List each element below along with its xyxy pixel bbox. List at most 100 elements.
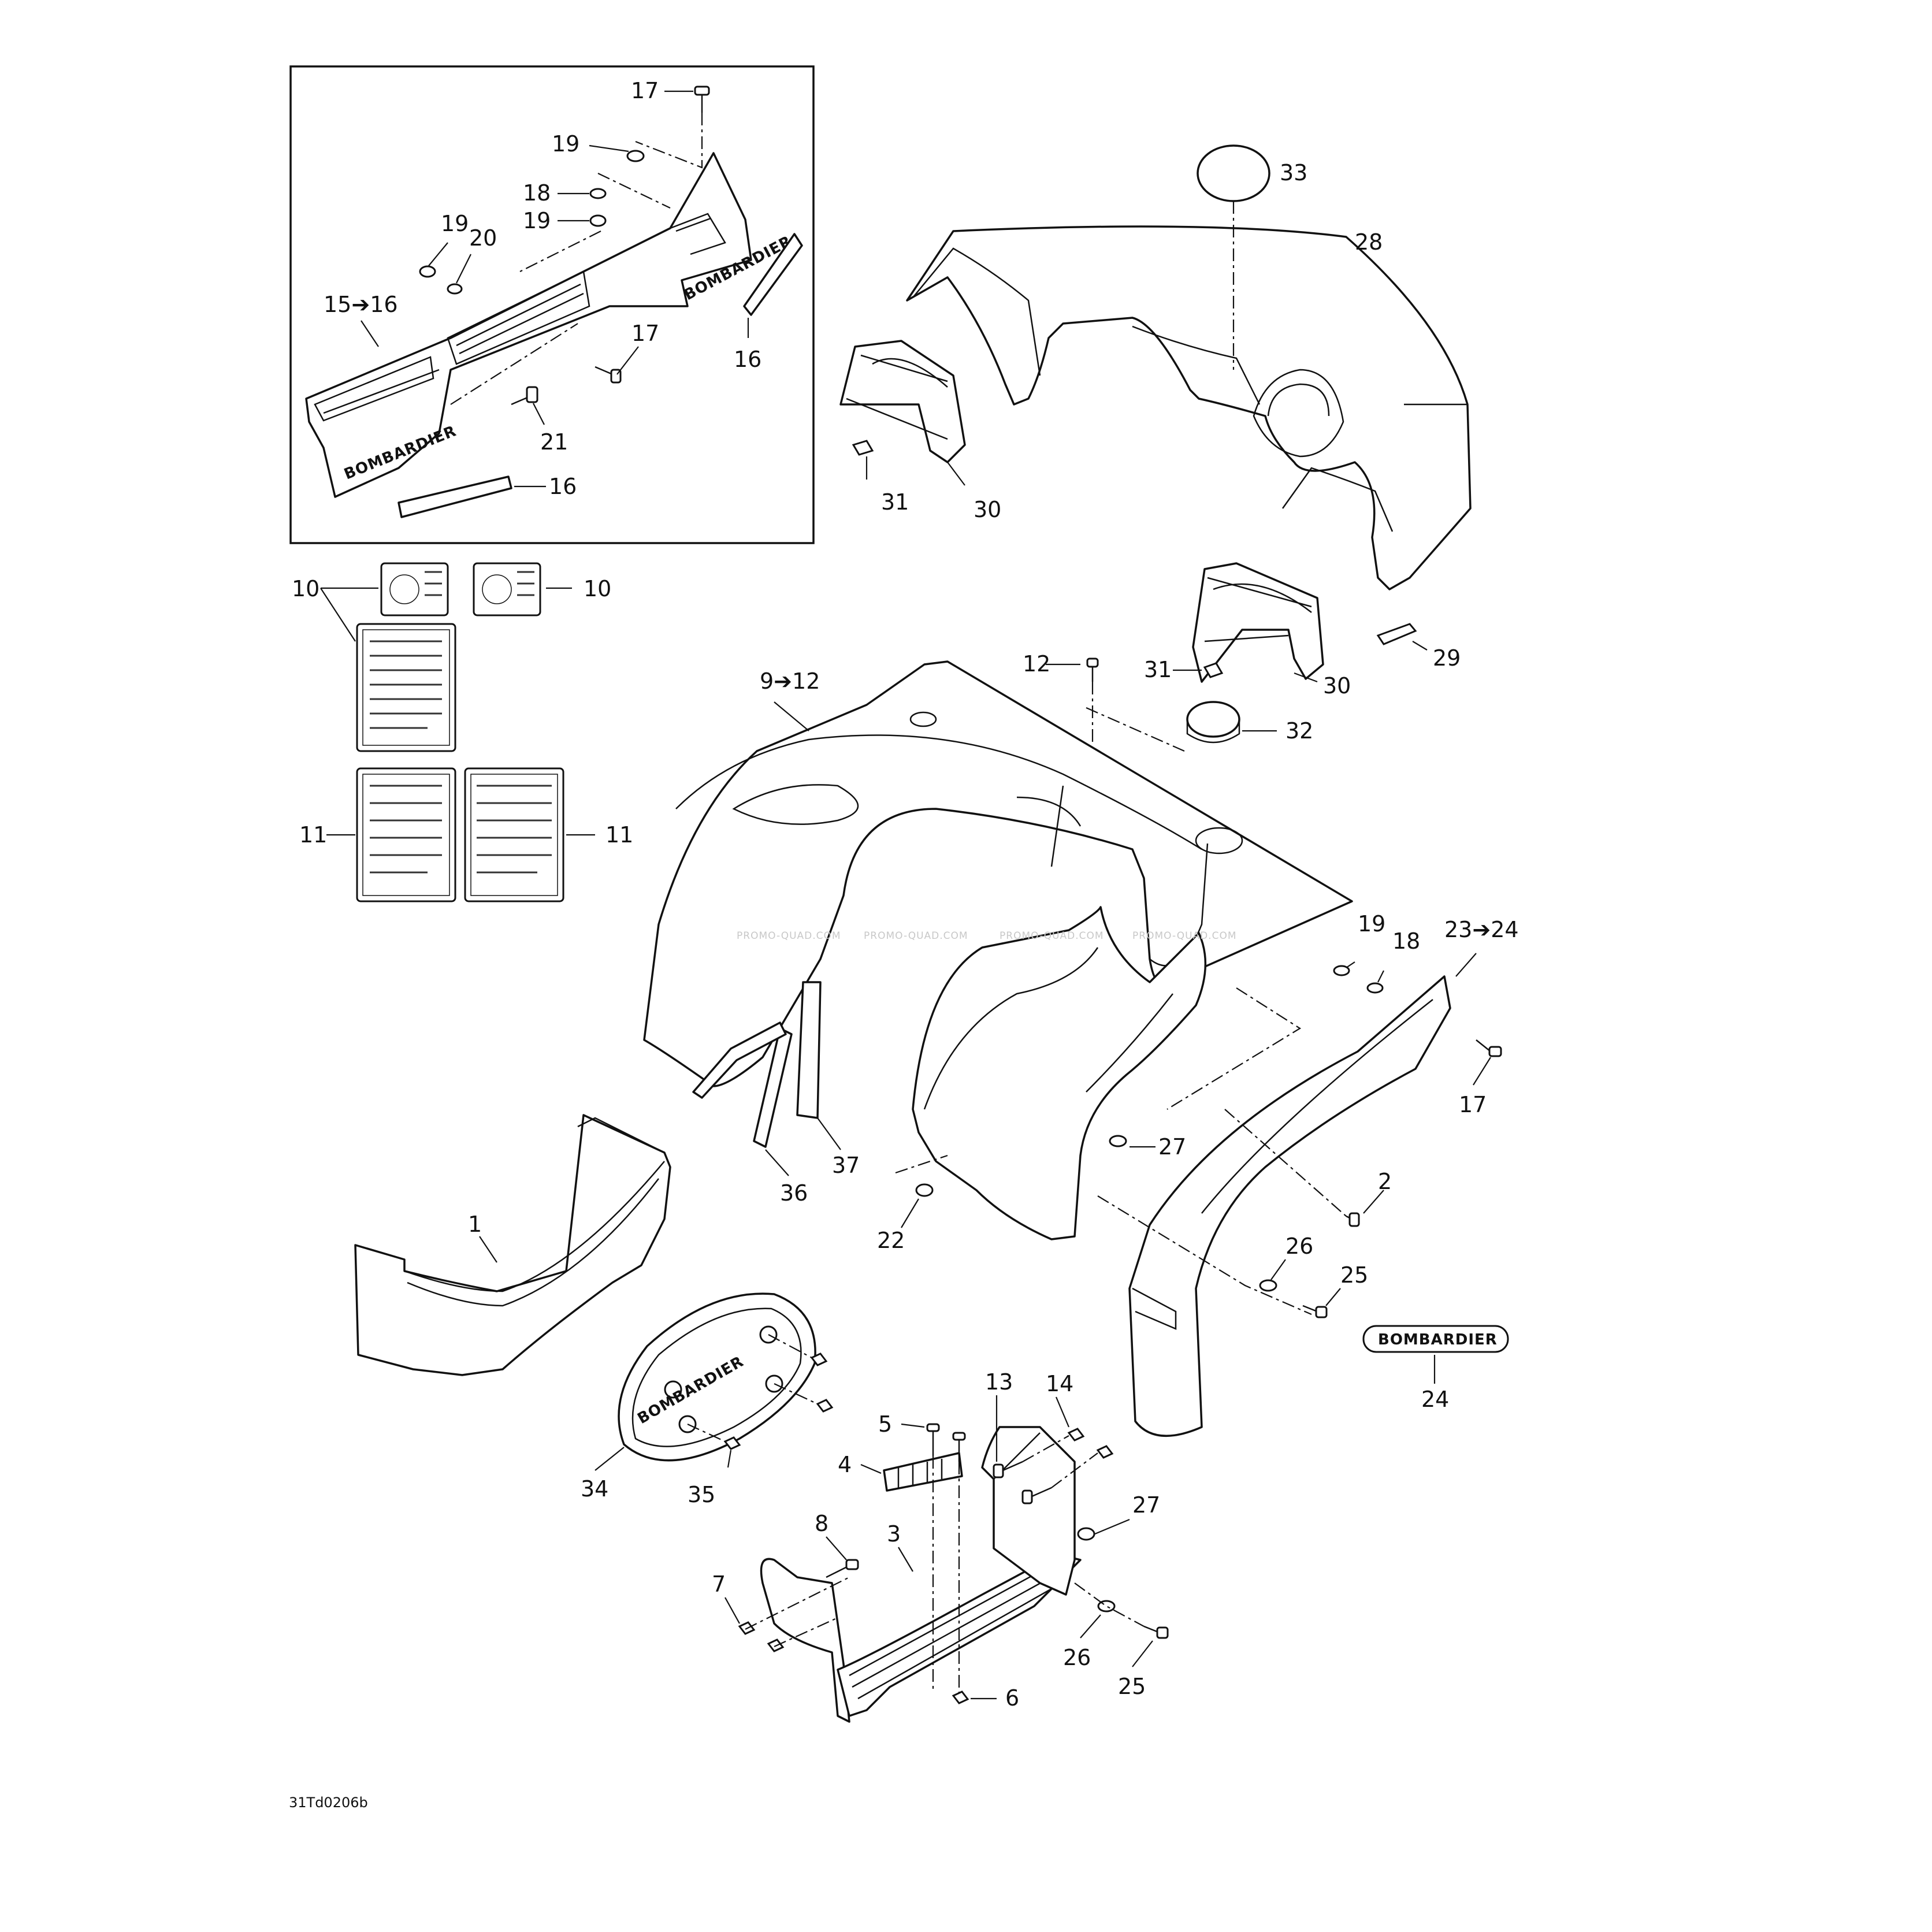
callout-30-left: 30: [974, 497, 1001, 522]
callout-7: 7: [712, 1571, 726, 1597]
callout-2: 2: [1378, 1169, 1392, 1194]
grommet-19-top: [626, 150, 645, 162]
callout-18: 18: [1392, 928, 1420, 954]
callout-19: 19: [1358, 911, 1385, 937]
callout-22: 22: [877, 1228, 905, 1253]
callout-inset-20: 20: [469, 225, 497, 251]
callout-25-upper: 25: [1340, 1262, 1368, 1288]
nut-35-c: [723, 1436, 741, 1450]
storage-bin-part-1: [354, 1114, 671, 1376]
grommet-19-upper-right: [1333, 965, 1350, 976]
callout-23-24: 23➔24: [1444, 917, 1519, 942]
decal-10-small-left: [380, 562, 449, 616]
callout-31-left: 31: [881, 489, 909, 515]
callout-inset-21: 21: [540, 429, 568, 455]
nut-14-b: [1096, 1445, 1114, 1459]
callout-inset-19-mid: 19: [523, 208, 551, 233]
nut-6: [952, 1690, 969, 1704]
callout-11-left: 11: [299, 822, 327, 848]
callout-inset-16-bottom: 16: [549, 474, 577, 499]
nut-31-right: [1203, 662, 1224, 678]
watermark-2: PROMO-QUAD.COM: [864, 930, 968, 942]
callout-inset-17-top: 17: [631, 78, 659, 103]
callout-32: 32: [1285, 718, 1313, 744]
inner-fender-liner: [912, 906, 1207, 1240]
grommet-19-left: [419, 265, 436, 278]
decal-11-left: [356, 767, 456, 902]
callout-27-upper: 27: [1158, 1134, 1186, 1160]
callout-13: 13: [985, 1369, 1013, 1395]
callout-17: 17: [1459, 1092, 1487, 1117]
washer-18: [589, 188, 607, 199]
callout-11-right: 11: [605, 822, 633, 848]
figure-code: 31Td0206b: [289, 1794, 368, 1811]
trim-strip-16-right: [743, 233, 803, 316]
cap-33: [1197, 144, 1270, 202]
trim-strip-16-bottom: [397, 475, 512, 518]
callout-25-lower: 25: [1118, 1674, 1146, 1699]
decal-10-large: [356, 623, 456, 752]
mud-flap-37: [796, 981, 822, 1119]
tread-4: [883, 1452, 963, 1492]
cap-32: [1186, 701, 1240, 744]
brand-decal-24-text: BOMBARDIER: [1378, 1331, 1498, 1348]
nut-14: [1067, 1428, 1085, 1441]
callout-10-right: 10: [584, 576, 611, 601]
watermark-4: PROMO-QUAD.COM: [1132, 930, 1237, 942]
bracket-30-left: [839, 340, 966, 463]
washer-20: [447, 283, 463, 295]
callout-24: 24: [1421, 1387, 1449, 1412]
callout-10-left: 10: [292, 576, 319, 601]
grommet-19-mid: [589, 214, 607, 227]
washer-18-upper-right: [1366, 982, 1384, 994]
callout-9-12: 9➔12: [760, 668, 820, 694]
watermark-3: PROMO-QUAD.COM: [1000, 930, 1104, 942]
decal-11-right: [464, 767, 564, 902]
bolt-2: [1346, 1212, 1360, 1227]
callout-35: 35: [688, 1482, 715, 1507]
side-panel-part-23: [1128, 975, 1451, 1437]
callout-inset-19-left: 19: [441, 211, 469, 236]
callout-12: 12: [1023, 651, 1050, 677]
bolt-21: [511, 386, 538, 406]
callout-3: 3: [887, 1521, 901, 1547]
watermark-1: PROMO-QUAD.COM: [737, 930, 841, 942]
screw-13: [993, 1461, 1023, 1478]
screw-12: [1086, 657, 1099, 682]
grommet-27-lower: [1077, 1527, 1095, 1541]
callout-27-lower: 27: [1132, 1492, 1160, 1518]
nut-35-b: [816, 1399, 834, 1413]
emblem-plate-34: BOMBARDIER: [618, 1292, 816, 1462]
callout-8: 8: [815, 1511, 828, 1536]
clip-29: [1376, 623, 1417, 645]
callout-30-right: 30: [1323, 673, 1351, 699]
screw-5-b: [952, 1432, 966, 1462]
callout-inset-19-top: 19: [552, 131, 579, 157]
callout-34: 34: [581, 1476, 608, 1502]
bracket-30-right: [1192, 562, 1324, 683]
screw-5: [926, 1423, 940, 1456]
callout-31-right: 31: [1144, 657, 1172, 682]
mud-flap-36: [753, 1027, 793, 1148]
callout-28: 28: [1355, 229, 1383, 255]
callout-14: 14: [1046, 1371, 1073, 1396]
screw-25-upper: [1302, 1305, 1328, 1318]
callout-inset-16-right: 16: [734, 347, 761, 372]
grommet-22: [915, 1183, 934, 1197]
callout-33: 33: [1280, 160, 1307, 185]
brand-decal-24: BOMBARDIER: [1362, 1325, 1509, 1353]
screw-lower-13: [1021, 1487, 1052, 1504]
screw-17-mid: [595, 366, 622, 384]
grommet-27-upper: [1109, 1135, 1127, 1147]
rear-body-part-28: [906, 225, 1472, 590]
callout-29: 29: [1433, 645, 1461, 671]
callout-26-lower: 26: [1063, 1645, 1091, 1670]
decal-10-small-right: [473, 562, 541, 616]
callout-inset-18: 18: [523, 180, 551, 206]
screw-8: [826, 1559, 859, 1578]
callout-4: 4: [838, 1452, 852, 1477]
screw-25-lower: [1143, 1625, 1169, 1639]
callout-36: 36: [780, 1180, 808, 1206]
screw-17-side: [1476, 1039, 1502, 1057]
